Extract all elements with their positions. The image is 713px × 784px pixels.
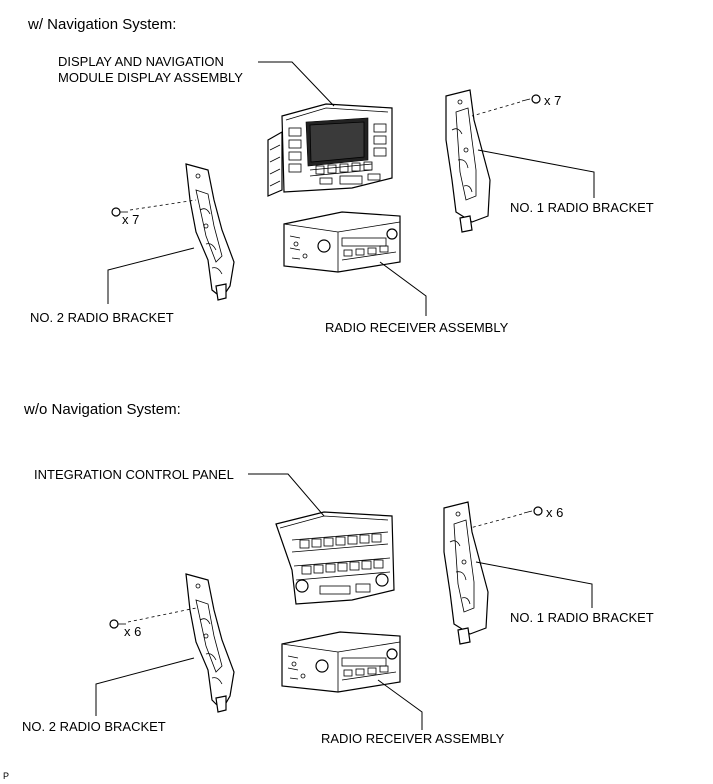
screw-top-right [521, 94, 541, 104]
section-title-without-nav: w/o Navigation System: [24, 401, 181, 418]
no2-radio-bracket-top [185, 163, 235, 301]
no1-radio-bracket-label-top: NO. 1 RADIO BRACKET [510, 200, 654, 215]
screw-top-left [111, 207, 128, 217]
no1-radio-bracket-top [445, 89, 491, 233]
no1-radio-bracket-label-bottom: NO. 1 RADIO BRACKET [510, 610, 654, 625]
display-navigation-module [267, 103, 393, 197]
radio-receiver-top [283, 211, 401, 273]
corner-mark: P [3, 771, 10, 781]
display-label-line2: MODULE DISPLAY ASSEMBLY [58, 70, 243, 85]
screw-bottom-right [523, 506, 543, 516]
section-title-with-nav: w/ Navigation System: [28, 16, 177, 33]
screw-bottom-left [109, 619, 126, 629]
screw-count-top-right: x 7 [544, 93, 562, 108]
screw-count-bottom-left: x 6 [124, 624, 142, 639]
screw-count-top-left: x 7 [122, 212, 140, 227]
display-label-line1: DISPLAY AND NAVIGATION [58, 54, 224, 69]
radio-receiver-bottom [281, 631, 401, 693]
no2-radio-bracket-label-top: NO. 2 RADIO BRACKET [30, 310, 174, 325]
screw-count-bottom-right: x 6 [546, 505, 564, 520]
integration-control-panel-label: INTEGRATION CONTROL PANEL [34, 467, 234, 482]
no2-radio-bracket-bottom [185, 573, 235, 713]
radio-receiver-label-bottom: RADIO RECEIVER ASSEMBLY [321, 731, 505, 746]
no2-radio-bracket-label-bottom: NO. 2 RADIO BRACKET [22, 719, 166, 734]
integration-control-panel [275, 511, 395, 605]
radio-receiver-label-top: RADIO RECEIVER ASSEMBLY [325, 320, 509, 335]
no1-radio-bracket-bottom [443, 501, 489, 645]
